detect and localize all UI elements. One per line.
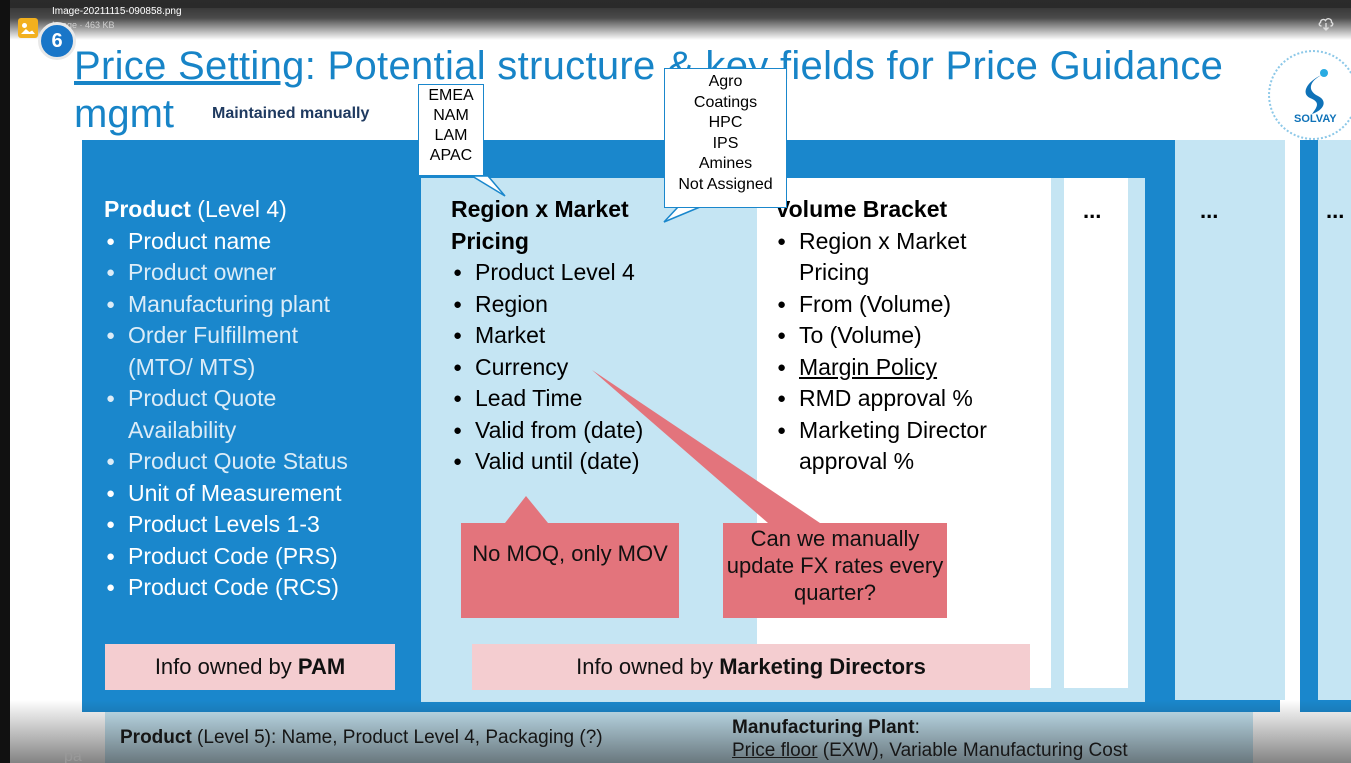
volume-title: Volume Bracket xyxy=(775,196,948,222)
product-column: Product (Level 4) Product name Product o… xyxy=(104,194,348,604)
list-item: Product Level 4 xyxy=(451,257,643,289)
volume-list: Region x Market Pricing From (Volume) To… xyxy=(775,226,987,478)
list-item: Lead Time xyxy=(451,383,643,415)
moq-note: No MOQ, only MOV xyxy=(461,523,679,618)
region-option: NAM xyxy=(433,107,469,124)
market-option: Not Assigned xyxy=(678,175,773,193)
list-item-continuation: Pricing xyxy=(799,259,870,285)
list-item: Currency xyxy=(451,352,643,384)
extra-column-1 xyxy=(1064,178,1128,688)
list-item: From (Volume) xyxy=(775,289,987,321)
region-option: LAM xyxy=(434,127,468,144)
region-option: EMEA xyxy=(428,87,474,104)
avatar[interactable]: 6 xyxy=(38,22,76,60)
ellipsis-3: ... xyxy=(1326,198,1345,223)
list-item-continuation: Availability xyxy=(128,416,237,443)
fx-note: Can we manually update FX rates every qu… xyxy=(723,523,947,618)
list-item: Order Fulfillment xyxy=(104,320,348,352)
list-item: Valid from (date) xyxy=(451,415,643,447)
viewer-header xyxy=(10,0,1351,40)
maintained-note: Maintained manually xyxy=(212,105,370,122)
region-list: Product Level 4 Region Market Currency L… xyxy=(451,257,643,478)
viewer-left-edge xyxy=(0,0,10,763)
list-item: Product owner xyxy=(104,257,348,289)
list-item: To (Volume) xyxy=(775,320,987,352)
list-item: RMD approval % xyxy=(775,383,987,415)
file-name: Image-20211115-090858.png xyxy=(52,6,182,17)
slide-title-line2: mgmt xyxy=(74,92,174,136)
region-title-line2: Pricing xyxy=(451,227,529,254)
file-size: Image · 463 KB xyxy=(52,20,115,30)
list-item: Product Levels 1-3 xyxy=(104,509,348,541)
region-option: APAC xyxy=(429,147,473,164)
list-item: Region xyxy=(451,289,643,321)
list-item-continuation: approval % xyxy=(799,448,915,474)
image-file-icon xyxy=(18,18,38,38)
owned-by-pam: Info owned by PAM xyxy=(105,644,395,690)
region-title: Region x Market xyxy=(451,196,629,222)
market-option: Coatings xyxy=(693,93,758,111)
list-item: Product Quote Status xyxy=(104,446,348,478)
product-list: Product name Product owner Manufacturing… xyxy=(104,226,348,604)
extra-column-3 xyxy=(1318,140,1351,700)
logo-text: SOLVAY xyxy=(1294,113,1337,125)
cloud-download-icon[interactable] xyxy=(1317,14,1335,32)
volume-column: Volume Bracket Region x Market Pricing F… xyxy=(775,194,987,478)
extra-column-2 xyxy=(1175,140,1285,700)
list-item: Margin Policy xyxy=(775,352,987,384)
ellipsis-1: ... xyxy=(1083,198,1102,223)
footer-fragment: pa xyxy=(64,748,82,763)
list-item: Product Code (RCS) xyxy=(104,572,348,604)
slide-title: Price Setting: Potential structure & key… xyxy=(74,44,1223,89)
market-option: Agro xyxy=(708,73,743,90)
owned-by-marketing-directors: Info owned by Marketing Directors xyxy=(472,644,1030,690)
list-item: Product Code (PRS) xyxy=(104,541,348,573)
list-item: Manufacturing plant xyxy=(104,289,348,321)
logo-ring xyxy=(1268,50,1351,140)
regions-callout: EMEA NAM LAM APAC xyxy=(418,84,484,176)
list-item: Region x Market xyxy=(775,226,987,258)
market-option: IPS xyxy=(712,134,739,152)
market-option: Amines xyxy=(698,155,753,172)
market-option: HPC xyxy=(708,114,743,131)
product-title: Product (Level 4) xyxy=(104,196,287,222)
ellipsis-2: ... xyxy=(1200,198,1219,223)
list-item: Product Quote xyxy=(104,383,348,415)
title-link[interactable]: Price Setting xyxy=(74,44,305,88)
product-level5-text: Product (Level 5): Name, Product Level 4… xyxy=(120,727,603,748)
markets-callout: Agro Coatings HPC IPS Amines Not Assigne… xyxy=(664,68,787,208)
list-item: Marketing Director xyxy=(775,415,987,447)
list-item: Valid until (date) xyxy=(451,446,643,478)
solvay-logo-icon xyxy=(1305,69,1328,114)
list-item: Market xyxy=(451,320,643,352)
list-item-continuation: (MTO/ MTS) xyxy=(128,353,256,380)
region-column: Region x Market Pricing Product Level 4 … xyxy=(451,194,643,478)
manufacturing-plant-text: Manufacturing Plant: Price floor (EXW), … xyxy=(732,717,1128,761)
list-item: Product name xyxy=(104,226,348,258)
list-item: Unit of Measurement xyxy=(104,478,348,510)
